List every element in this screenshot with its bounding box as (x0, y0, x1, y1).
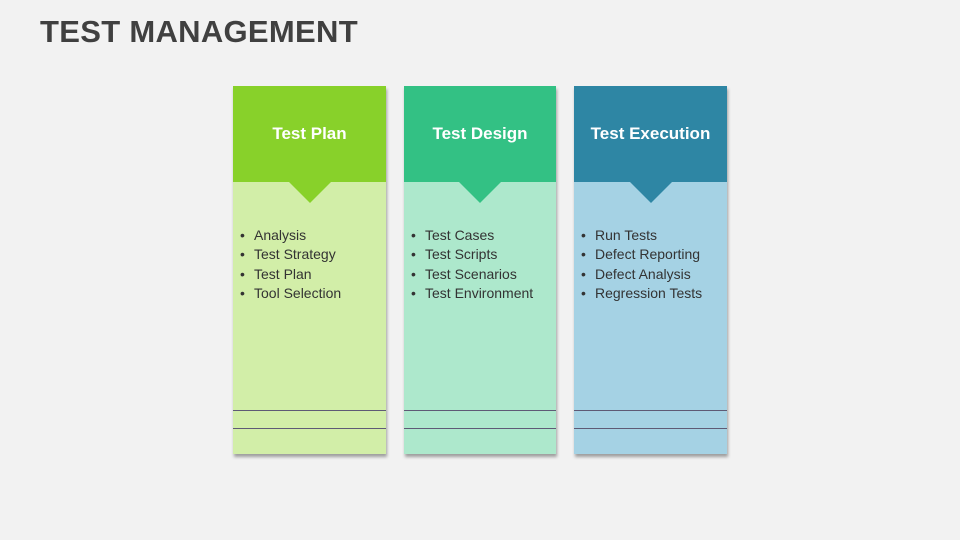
bullet-icon: • (411, 227, 416, 243)
divider-line (574, 410, 727, 411)
bullet-icon: • (411, 246, 416, 263)
list-item: •Test Strategy (240, 245, 341, 264)
divider-line (404, 428, 556, 429)
card-heading: Test Design (432, 124, 528, 143)
card-test-execution: Test Execution •Run Tests •Defect Report… (574, 86, 727, 454)
list-item: •Tool Selection (240, 284, 341, 303)
list-item: •Test Plan (240, 265, 341, 284)
card-header: Test Plan (233, 86, 386, 182)
bullet-list: •Test Cases •Test Scripts •Test Scenario… (411, 226, 533, 303)
card-body (233, 182, 386, 454)
card-heading: Test Execution (590, 124, 711, 143)
card-test-plan: Test Plan •Analysis •Test Strategy •Test… (233, 86, 386, 454)
list-item: •Analysis (240, 226, 341, 245)
bullet-icon: • (240, 284, 245, 301)
bullet-list: •Analysis •Test Strategy •Test Plan •Too… (240, 226, 341, 303)
card-body (574, 182, 727, 454)
bullet-list: •Run Tests •Defect Reporting •Defect Ana… (581, 226, 702, 303)
divider-line (233, 410, 386, 411)
bullet-icon: • (240, 246, 245, 263)
slide-title: TEST MANAGEMENT (40, 14, 358, 49)
bullet-icon: • (411, 265, 416, 282)
bullet-icon: • (581, 265, 586, 282)
pointer-arrow-icon (629, 182, 672, 203)
list-item: •Regression Tests (581, 284, 702, 303)
list-item: •Test Environment (411, 284, 533, 303)
list-item: •Test Scenarios (411, 265, 533, 284)
bullet-icon: • (411, 284, 416, 301)
pointer-arrow-icon (459, 182, 501, 203)
bullet-icon: • (581, 284, 586, 301)
bullet-icon: • (581, 227, 586, 243)
list-item: •Test Cases (411, 226, 533, 245)
card-header: Test Design (404, 86, 556, 182)
bullet-icon: • (240, 227, 245, 243)
card-body (404, 182, 556, 454)
list-item: •Test Scripts (411, 245, 533, 264)
divider-line (404, 410, 556, 411)
list-item: •Defect Reporting (581, 245, 702, 264)
divider-line (233, 428, 386, 429)
card-header: Test Execution (574, 86, 727, 182)
bullet-icon: • (581, 246, 586, 263)
divider-line (574, 428, 727, 429)
pointer-arrow-icon (288, 182, 331, 203)
card-heading: Test Plan (272, 124, 347, 143)
card-test-design: Test Design •Test Cases •Test Scripts •T… (404, 86, 556, 454)
list-item: •Run Tests (581, 226, 702, 245)
bullet-icon: • (240, 265, 245, 282)
list-item: •Defect Analysis (581, 265, 702, 284)
